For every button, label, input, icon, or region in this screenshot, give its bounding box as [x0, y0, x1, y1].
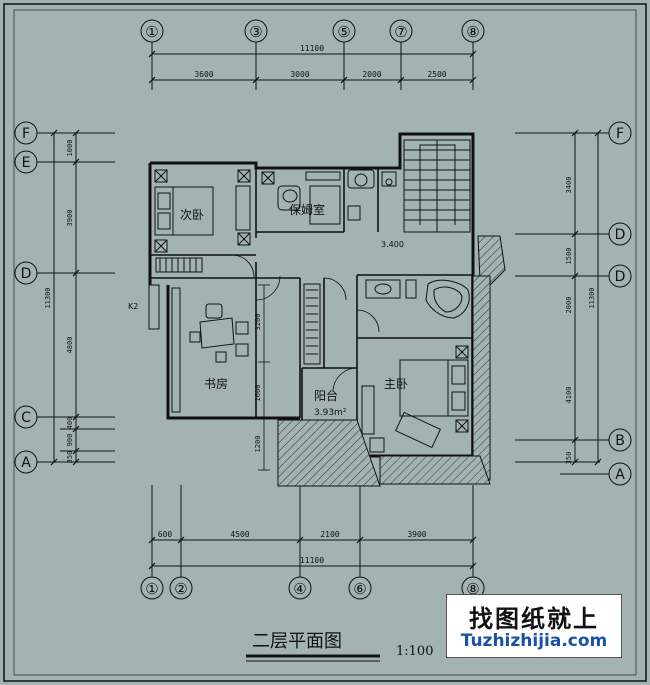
inner-frame	[13, 9, 637, 676]
watermark-cn: 找图纸就上	[469, 605, 599, 633]
inner-dimension: 3200	[254, 314, 262, 331]
watermark-logo: 找图纸就上 Tuzhizhijia.com	[446, 594, 622, 658]
left-axis-label-f: F	[22, 126, 30, 142]
room-label-master-bedroom: 主卧	[384, 377, 408, 391]
floor-level-mark: 3.400	[381, 240, 404, 249]
right-axis-label-b: B	[615, 433, 625, 449]
top-axis-label-8: ⑧	[466, 23, 479, 41]
room-label-study: 书房	[204, 376, 228, 391]
left-axis-label-a: A	[21, 455, 31, 471]
door-swings	[231, 254, 380, 393]
wardrobe	[303, 283, 321, 365]
bottom-dimension: 3900	[407, 530, 426, 539]
right-axis-label-d: D	[615, 227, 626, 243]
inner-dimension-lines	[258, 284, 270, 471]
top-dimension: 3000	[290, 70, 309, 79]
left-dimension: 1000	[66, 140, 74, 157]
top-axis-label-7: ⑦	[394, 23, 407, 41]
left-dim-ticks	[50, 129, 80, 466]
right-dimension: 350	[565, 452, 573, 465]
top-dim-ticks	[148, 50, 477, 84]
top-dimension: 2000	[362, 70, 381, 79]
bottom-axis-label-4: ④	[293, 580, 306, 598]
drawing-scale: 1:100	[396, 644, 433, 659]
left-dimension: 3900	[66, 210, 74, 227]
room-label-balcony: 阳台	[314, 388, 338, 403]
watermark-url: Tuzhizhijia.com	[460, 631, 608, 651]
top-axis-bubbles	[140, 19, 485, 90]
staircase	[403, 139, 471, 233]
master-bathroom-fixtures	[365, 279, 470, 319]
room-label-second-bedroom: 次卧	[180, 208, 204, 222]
bottom-axis-label-8: ⑧	[466, 580, 479, 598]
top-axis-label-5: ⑤	[337, 23, 350, 41]
left-dimension: 350	[66, 451, 74, 464]
right-dimension: 2000	[565, 297, 573, 314]
bottom-total-dimension: 11100	[300, 556, 324, 565]
bottom-axis-bubbles	[140, 485, 485, 600]
bottom-dimension: 2100	[320, 530, 339, 539]
bed-second-bedroom	[154, 169, 251, 273]
left-dimension: 900	[66, 434, 74, 447]
balcony-area: 3.93m²	[314, 408, 347, 418]
top-axis-label-1: ①	[145, 23, 158, 41]
bottom-dimension: 4500	[230, 530, 249, 539]
left-axis-label-c: C	[21, 410, 31, 426]
bottom-axis-label-2: ②	[174, 580, 187, 598]
bed-master-bedroom	[361, 345, 469, 453]
left-axis-label-d: D	[21, 266, 32, 282]
window-k2	[148, 284, 160, 330]
inner-dimension: 1200	[254, 436, 262, 453]
room-label-nanny-room: 保姆室	[289, 202, 325, 217]
bottom-axis-label-1: ①	[145, 580, 158, 598]
drawing-title: 二层平面图	[252, 631, 342, 652]
right-total-dimension: 11300	[588, 287, 596, 308]
top-axis-label-3: ③	[249, 23, 262, 41]
study-furniture	[171, 287, 249, 413]
left-dimension: 4800	[66, 337, 74, 354]
right-dim-ticks	[571, 129, 602, 466]
right-dimension: 4100	[565, 387, 573, 404]
right-axis-bubbles	[515, 121, 632, 486]
top-dimension: 2500	[427, 70, 446, 79]
outer-frame	[3, 3, 647, 682]
nanny-room-fixtures	[261, 169, 397, 225]
inner-dimension: 1600	[254, 385, 262, 402]
interior-walls	[150, 168, 473, 456]
right-dimension: 1500	[565, 248, 573, 265]
hatched-roof-areas	[277, 235, 506, 487]
bottom-axis-label-6: ⑥	[353, 580, 366, 598]
bottom-dimension: 600	[158, 530, 173, 539]
left-total-dimension: 11300	[44, 287, 52, 308]
right-axis-label-f: F	[616, 126, 624, 142]
right-axis-label-a: A	[615, 467, 625, 483]
bottom-dim-ticks	[148, 536, 477, 570]
left-dimension: 400	[66, 417, 74, 430]
top-total-dimension: 11100	[300, 44, 324, 53]
right-dimension: 3400	[565, 177, 573, 194]
window-k2-label: K2	[128, 302, 138, 311]
right-axis-label-d: D	[615, 269, 626, 285]
left-axis-label-e: E	[22, 155, 31, 171]
top-dimension: 3600	[194, 70, 213, 79]
